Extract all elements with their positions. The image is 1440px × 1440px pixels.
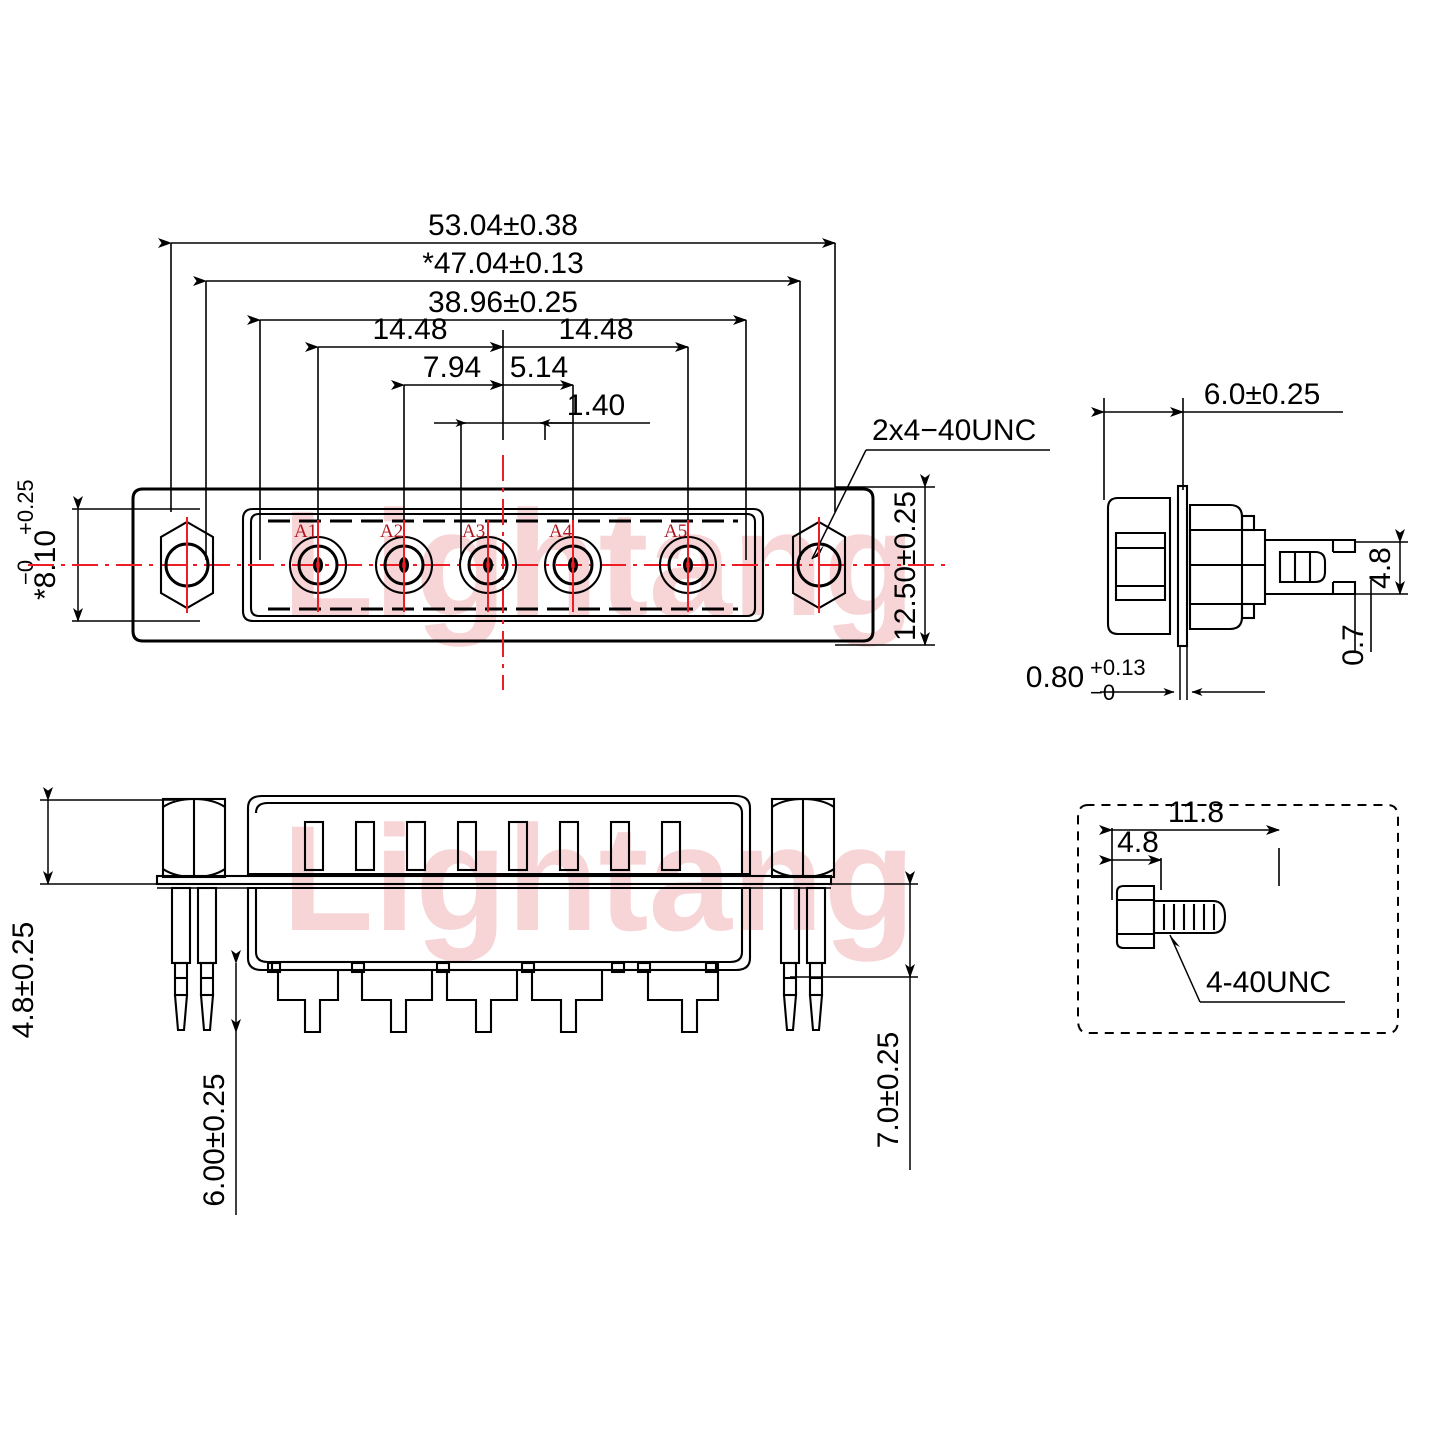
side-shell-body — [1188, 528, 1267, 606]
contact-A3: A3 — [458, 520, 518, 612]
dim-4-8-standoff: 4.8±0.25 — [7, 787, 175, 1039]
dim-value: 53.04±0.38 — [428, 209, 578, 242]
callout-thread: 2x4−40UNC — [811, 414, 1050, 560]
flange-plate — [131, 487, 875, 643]
dim-5-14: 5.14 — [490, 351, 574, 390]
dim-1-40: 1.40 — [434, 389, 650, 427]
dim-38-96: 38.96±0.25 — [247, 286, 747, 325]
dim-47-04: *47.04±0.13 — [193, 247, 801, 286]
dim-8-10: *8.10 +0.25 −0 — [13, 479, 200, 622]
dim-value: 6.0±0.25 — [1204, 378, 1321, 411]
screw-hex-head — [1115, 884, 1156, 950]
contact-A4: A4 — [543, 520, 603, 612]
dim-6-00-pin: 6.00±0.25 — [198, 950, 241, 1215]
dim-value: 14.48 — [372, 313, 447, 346]
bottom-profile-view: 4.8±0.25 6.00±0.25 7.0±0.25 — [7, 787, 918, 1215]
dim-value: 1.40 — [567, 389, 625, 422]
pin-label: A2 — [380, 521, 403, 542]
dim-value: 5.14 — [510, 351, 568, 384]
side-tab-top — [1240, 514, 1256, 532]
pin-label: A4 — [549, 521, 573, 542]
dim-value: 4.8±0.25 — [7, 922, 40, 1039]
side-rear-body — [1106, 496, 1172, 636]
dim-value: 4.8 — [1117, 826, 1159, 859]
dim-value: 0.7 — [1337, 624, 1370, 666]
dim-tol-lower: −0 — [13, 560, 38, 585]
contact-tail — [266, 961, 340, 1034]
side-hex-face — [1114, 531, 1167, 602]
right-side-view: 6.0±0.25 4.8 — [1026, 378, 1408, 705]
watermark-text: Lightang — [282, 479, 915, 647]
shell-lower-inner — [254, 886, 744, 964]
dim-tol-lower: −0 — [1090, 680, 1115, 705]
side-tab-bottom — [1240, 602, 1256, 620]
dim-53-04: 53.04±0.38 — [158, 209, 836, 248]
contact-tail — [350, 961, 434, 1034]
shell-upper-inner — [254, 801, 744, 874]
tail-ext-top — [1333, 538, 1357, 554]
dim-tol-upper: +0.13 — [1090, 655, 1146, 680]
dshell-inner — [249, 512, 757, 618]
tail-ext-bottom — [1333, 580, 1357, 596]
side-front-shell — [1188, 503, 1244, 631]
dim-0-7: 0.7 — [1337, 580, 1372, 666]
contact-tab — [704, 961, 720, 974]
contact-tail — [610, 961, 720, 1034]
pin-label: A5 — [664, 521, 687, 542]
dim-value: 4.8 — [1364, 547, 1397, 589]
standoff-left — [159, 517, 215, 613]
shell-upper — [246, 794, 752, 876]
shell-lower — [246, 886, 752, 972]
contact-tail — [435, 961, 519, 1034]
panel-plate — [1176, 484, 1189, 648]
tail-contact — [1278, 550, 1327, 584]
shell-slots — [303, 820, 682, 872]
dshell-outer — [241, 507, 765, 623]
dim-7-94: 7.94 — [391, 351, 504, 390]
dim-4-8-side: 4.8 — [1355, 529, 1408, 595]
front-view: 53.04±0.38 *47.04±0.13 38.96±0.25 14.48 … — [13, 209, 1050, 690]
dim-value: 11.8 — [1168, 796, 1224, 829]
dim-value: 7.94 — [423, 351, 481, 384]
callout-4-40unc: 4-40UNC — [1169, 934, 1345, 1003]
standoff-right-profile — [770, 797, 836, 1032]
dim-0-80: 0.80 +0.13 −0 — [1026, 655, 1265, 705]
dim-value: *47.04±0.13 — [422, 247, 584, 280]
contact-A2: A2 — [374, 520, 434, 612]
screw-detail-panel: 11.8 4.8 4-40U — [1077, 796, 1399, 1034]
dim-value: 7.0±0.25 — [872, 1032, 905, 1149]
dim-11-8: 11.8 — [1099, 796, 1280, 900]
pin-label: A3 — [462, 521, 485, 542]
dim-14-48-right: 14.48 — [490, 313, 689, 352]
flange-bar — [155, 874, 833, 886]
dim-tol-upper: +0.25 — [13, 479, 38, 535]
dim-value: 38.96±0.25 — [428, 286, 578, 319]
contact-tail — [520, 961, 604, 1034]
tail-bottom — [1265, 582, 1335, 596]
callout-text: 2x4−40UNC — [872, 414, 1036, 447]
pin-label: A1 — [294, 521, 317, 542]
contact-tails — [266, 961, 720, 1034]
dim-6-0: 6.0±0.25 — [1091, 378, 1343, 500]
screw-thread-shank — [1152, 899, 1227, 935]
dim-value: 6.00±0.25 — [198, 1073, 231, 1206]
dim-value: 14.48 — [558, 313, 633, 346]
standoff-left-profile — [161, 797, 227, 1032]
tail-top — [1265, 538, 1335, 552]
callout-text: 4-40UNC — [1206, 966, 1331, 999]
contact-A5: A5 — [658, 520, 718, 612]
contact-A1: A1 — [288, 520, 348, 612]
dim-7-0: 7.0±0.25 — [790, 871, 918, 1170]
dim-14-48-left: 14.48 — [305, 313, 504, 352]
standoff-right — [791, 517, 847, 613]
dim-4-8-hex: 4.8 — [1099, 826, 1162, 890]
watermark-front: Lightang — [282, 479, 915, 647]
dim-value: 0.80 — [1026, 661, 1084, 694]
